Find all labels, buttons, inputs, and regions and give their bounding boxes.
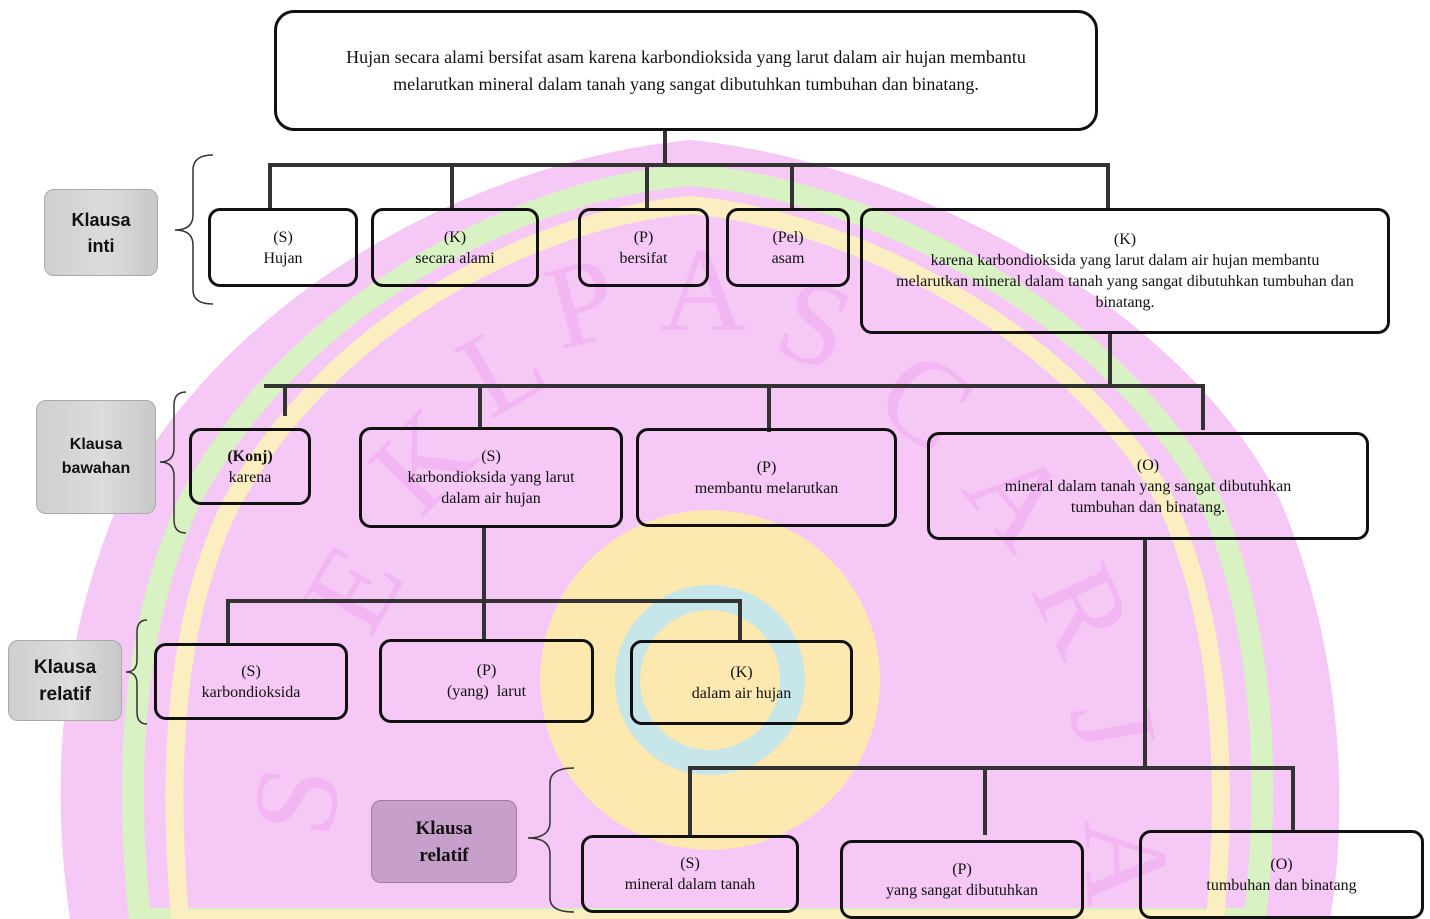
label-klausa-relatif-1: Klausa relatif	[8, 640, 122, 721]
node-text: (yang) larut	[446, 683, 527, 700]
node-text: yang sangat dibutuhkan	[886, 881, 1038, 899]
relatif1-node-p: (P) (yang) larut	[379, 639, 594, 723]
label-klausa-bawahan-line2: bawahan	[61, 460, 131, 477]
label-klausa-bawahan-line1: Klausa	[69, 436, 123, 453]
node-role: (K)	[730, 663, 753, 681]
node-text: membantu melarutkan	[694, 479, 839, 497]
inti-node-k: (K) secara alami	[371, 208, 539, 287]
node-role: (S)	[680, 855, 700, 872]
label-klausa-inti-line2: inti	[87, 235, 115, 256]
relatif2-node-p: (P) yang sangat dibutuhkan	[840, 840, 1084, 919]
node-text: secara alami	[415, 249, 495, 267]
node-role: (K)	[1113, 231, 1137, 248]
node-role: (O)	[1136, 456, 1160, 474]
node-text: dalam air hujan	[691, 684, 792, 702]
relatif2-node-s: (S) mineral dalam tanah	[581, 835, 799, 913]
svg-text:A: A	[660, 223, 747, 356]
label-klausa-bawahan: Klausa bawahan	[36, 400, 156, 514]
node-text: karbondioksida yang larut dalam air huja…	[407, 469, 575, 507]
label-klausa-relatif-2: Klausa relatif	[371, 800, 517, 883]
label-klausa-relatif-2-line2: relatif	[419, 844, 469, 866]
node-role: (O)	[1270, 855, 1293, 873]
node-role: (S)	[241, 662, 261, 680]
root-sentence-text: Hujan secara alami bersifat asam karena …	[346, 46, 1026, 94]
node-role: (P)	[633, 228, 654, 246]
node-role: (Pel)	[772, 228, 804, 246]
inti-node-pel: (Pel) asam	[726, 208, 850, 287]
node-text: asam	[771, 249, 805, 267]
inti-node-p: (P) bersifat	[578, 208, 709, 287]
label-klausa-relatif-1-line1: Klausa	[33, 656, 97, 678]
inti-node-s: (S) Hujan	[208, 208, 358, 287]
node-role: (S)	[273, 228, 293, 246]
label-klausa-inti-line1: Klausa	[71, 209, 131, 230]
node-text: karbondioksida	[201, 683, 301, 701]
node-role: (P)	[476, 662, 497, 679]
node-role: (P)	[952, 860, 972, 878]
node-text: mineral dalam tanah	[624, 876, 756, 893]
label-klausa-relatif-1-line2: relatif	[39, 683, 91, 705]
node-text: karena	[228, 468, 272, 486]
bawahan-node-s: (S) karbondioksida yang larut dalam air …	[359, 427, 623, 528]
relatif1-node-k: (K) dalam air hujan	[630, 640, 853, 725]
node-role: (Konj)	[227, 447, 273, 465]
relatif2-node-o: (O) tumbuhan dan binatang	[1139, 830, 1424, 919]
node-text: karena karbondioksida yang larut dalam a…	[896, 252, 1354, 311]
bawahan-node-konj: (Konj) karena	[189, 428, 311, 505]
node-text: mineral dalam tanah yang sangat dibutuhk…	[1004, 477, 1292, 516]
label-klausa-inti: Klausa inti	[44, 189, 158, 276]
node-role: (P)	[756, 458, 777, 476]
relatif1-node-s: (S) karbondioksida	[154, 643, 348, 720]
node-text: Hujan	[263, 249, 303, 267]
root-sentence-box: Hujan secara alami bersifat asam karena …	[274, 10, 1098, 131]
bawahan-node-o: (O) mineral dalam tanah yang sangat dibu…	[927, 432, 1369, 540]
node-role: (K)	[443, 228, 467, 246]
inti-node-k-clause: (K) karena karbondioksida yang larut dal…	[860, 208, 1390, 334]
node-text: tumbuhan dan binatang	[1206, 876, 1357, 894]
node-role: (S)	[481, 448, 501, 465]
label-klausa-relatif-2-line1: Klausa	[415, 817, 473, 839]
node-text: bersifat	[619, 249, 668, 267]
bawahan-node-p: (P) membantu melarutkan	[636, 428, 897, 527]
